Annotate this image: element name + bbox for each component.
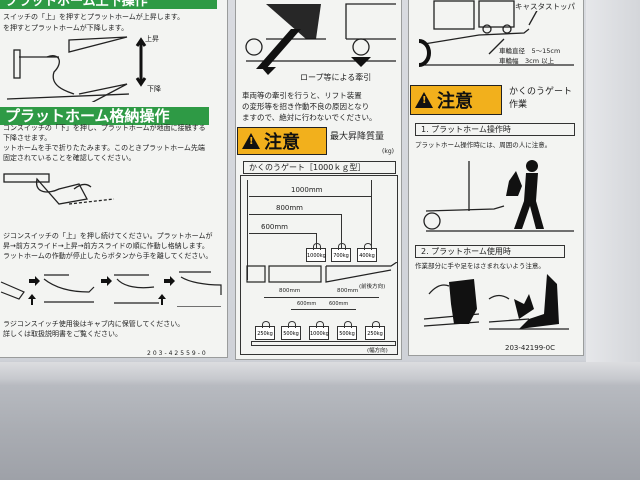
text: ますので、絶対に行わないでください。 — [242, 113, 377, 122]
weight-700kg: 700kg — [331, 243, 351, 262]
caution-text: 注意 — [437, 91, 473, 112]
caution-badge: 注意 — [237, 127, 327, 155]
max-load-title: 最大昇降質量 — [330, 132, 385, 142]
dim-line — [341, 214, 342, 248]
dim-1000: 1000mm — [291, 186, 323, 194]
dim-600: 600mm — [261, 223, 288, 231]
weight-400kg: 400kg — [357, 243, 377, 262]
down-label: 下降 — [147, 85, 161, 93]
weight-500kg: 500kg — [337, 321, 357, 340]
section-1-title: 1. プラットホーム操作時 — [415, 123, 575, 136]
dim-line — [316, 233, 317, 248]
text: の変形等を招き作動不良の原因となり — [242, 102, 370, 111]
title: かくのうゲート — [509, 87, 573, 97]
panel-edge — [586, 0, 640, 362]
dim-arrow — [264, 297, 324, 298]
dim-800-right: 800mm — [337, 288, 359, 294]
title: 作業 — [509, 100, 528, 110]
platform-bar — [251, 341, 396, 346]
platform-lift-illustration — [6, 36, 147, 102]
weight-250kg: 250kg — [255, 321, 275, 340]
right-label: キャスタストッパ 車輪直径 5～15cm 車輪幅 3cm 以上 注意 かくのうゲ… — [408, 0, 584, 356]
rope-towing-label: ロープ等による牽引 — [300, 73, 372, 82]
load-diagram: 1000mm 800mm 600mm 1000kg 700kg 400kg (前… — [240, 175, 398, 355]
text: 車両等の牽引を行うと、リフト装置 — [242, 91, 362, 100]
caution-text: 注意 — [264, 132, 300, 153]
dim-arrow — [249, 233, 316, 234]
folding-illustration — [3, 173, 115, 205]
section-2-title: 2. プラットホーム使用時 — [415, 245, 565, 258]
dim-arrow — [249, 196, 371, 197]
width-direction-label: (幅方向) — [367, 348, 388, 354]
gate-type: かくのうゲート［1000ｋｇ型］ — [243, 161, 396, 174]
dim-line — [247, 180, 248, 280]
left-label: プラットホーム上下操作 スイッチの「上」を押すとプラットホームが上昇します。 を… — [0, 0, 228, 358]
caution-badge: 注意 — [410, 85, 502, 115]
text: 下降させます。 — [3, 134, 52, 142]
person-hit-illustration — [423, 160, 574, 232]
dim-800-left: 800mm — [279, 288, 301, 294]
weight-1000kg: 1000kg — [306, 243, 326, 262]
dim-800: 800mm — [276, 204, 303, 212]
platform-side-view — [246, 262, 398, 283]
part-code: 203-42199-0C — [505, 344, 556, 352]
text: ジコンスイッチの「上」を押し続けてください。プラットホームが — [3, 232, 213, 240]
unit: (kg) — [382, 148, 394, 155]
caster-stopper-illustration — [418, 0, 574, 67]
section-2-text: 作業部分に手や足をはさまれないよう注意。 — [415, 262, 545, 270]
caster-stopper-label: キャスタストッパ — [515, 2, 575, 11]
text: ラジコンスイッチ使用後はキャブ内に保管してください。 — [3, 320, 185, 328]
section-1-text: プラットホーム操作時には、周囲の人に注意。 — [415, 141, 552, 149]
storage-sequence-illustration — [0, 271, 222, 307]
weight-1000kg: 1000kg — [309, 321, 329, 340]
wheel-diameter: 車輪直径 5～15cm — [499, 47, 561, 55]
text: 詳しくは取扱説明書をご覧ください。 — [3, 330, 122, 338]
truck-body-metal — [0, 362, 640, 480]
dim-arrow — [291, 309, 356, 310]
middle-label: ロープ等による牽引 車両等の牽引を行うと、リフト装置 の変形等を招き作動不良の原… — [235, 0, 402, 360]
header-platform-up-down: プラットホーム上下操作 — [0, 0, 217, 9]
text: スイッチの「上」を押すとプラットホームが上昇します。 — [3, 13, 185, 21]
header-platform-storage: プラットホーム格納操作 — [0, 107, 209, 125]
text: 固定されていることを確認してください。 — [3, 154, 136, 162]
dim-600-right: 600mm — [329, 301, 349, 307]
up-label: 上昇 — [145, 35, 159, 43]
towing-prohibited-illustration — [245, 3, 396, 75]
text: を押すとプラットホームが下降します。 — [3, 24, 129, 32]
dim-600-left: 600mm — [297, 301, 317, 307]
warning-icon — [242, 133, 260, 149]
pinch-hazard-illustration — [423, 274, 569, 330]
weight-500kg: 500kg — [281, 321, 301, 340]
front-direction-label: (前後方向) — [359, 284, 386, 290]
dim-line — [371, 180, 372, 248]
dim-arrow — [324, 297, 379, 298]
text: ットホームを手で折りたたみます。このときプラットホーム先端 — [3, 144, 205, 152]
dim-arrow — [249, 214, 341, 215]
weight-250kg: 250kg — [365, 321, 385, 340]
warning-icon — [415, 92, 433, 108]
wheel-width: 車輪幅 3cm 以上 — [499, 57, 555, 65]
part-code: 203-42559-0 — [147, 350, 208, 357]
text: コンスイッチの「下」を押し、プラットホームが地面に接触する — [3, 124, 206, 132]
text: ラットホームの作動が停止したらボタンから手を離してください。 — [3, 252, 213, 260]
text: 昇→前方スライド→上昇→前方スライドの順に作動し格納します。 — [3, 242, 209, 250]
